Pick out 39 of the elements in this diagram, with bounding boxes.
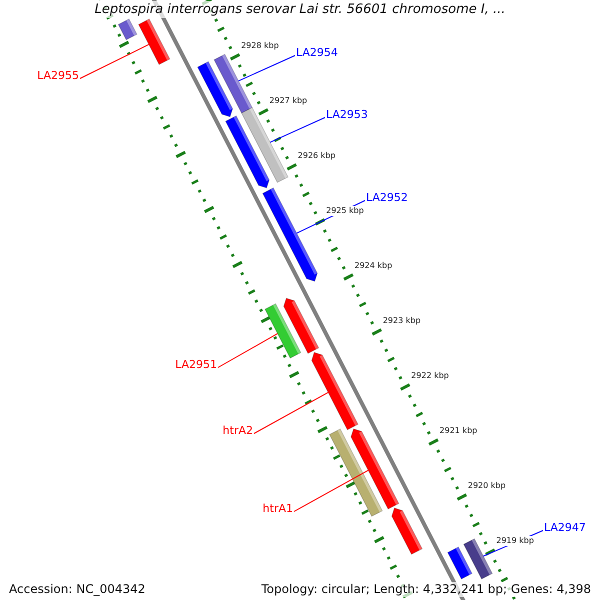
leader-line (254, 392, 329, 434)
tick-label: 2921 kbp (438, 426, 478, 436)
gene-block (283, 298, 320, 354)
leader-line (238, 55, 296, 82)
tick-label: 2926 kbp (296, 150, 336, 161)
gene-label: LA2953 (326, 108, 368, 120)
tick-label: 2923 kbp (382, 316, 422, 326)
tick-label: 2927 kbp (268, 96, 308, 106)
gene-block (311, 352, 358, 430)
leader-line (270, 117, 326, 143)
tick-label: 2928 kbp (240, 40, 280, 51)
gene-block (329, 428, 383, 517)
gene-label: LA2951 (175, 358, 217, 370)
gene-block (118, 18, 138, 40)
gene-label: htrA2 (222, 424, 253, 436)
gene-block (350, 428, 400, 510)
leader-line (218, 333, 278, 368)
gene-block (241, 107, 288, 183)
gene-block (447, 546, 472, 580)
tick-label: 2924 kbp (353, 260, 394, 271)
gene-block (138, 18, 170, 65)
leader-line (80, 44, 150, 79)
tick-label: 2920 kbp (466, 481, 507, 492)
gene-block (264, 303, 302, 359)
gene-block (463, 538, 493, 580)
tick-label: 2922 kbp (410, 371, 450, 381)
gene-block (214, 54, 253, 114)
gene-label: LA2955 (37, 68, 79, 82)
gene-label: LA2947 (544, 520, 586, 534)
gene-label: LA2954 (296, 46, 338, 58)
tick-label: 2919 kbp (495, 536, 535, 546)
gene-block (225, 115, 270, 188)
leader-line (294, 470, 369, 512)
gene-label: LA2952 (366, 190, 408, 204)
tick-label: 2925 kbp (325, 206, 365, 216)
gene-block (197, 61, 233, 118)
gene-block (391, 508, 423, 555)
gene-label: htrA1 (262, 502, 293, 514)
gene-block (262, 187, 318, 282)
